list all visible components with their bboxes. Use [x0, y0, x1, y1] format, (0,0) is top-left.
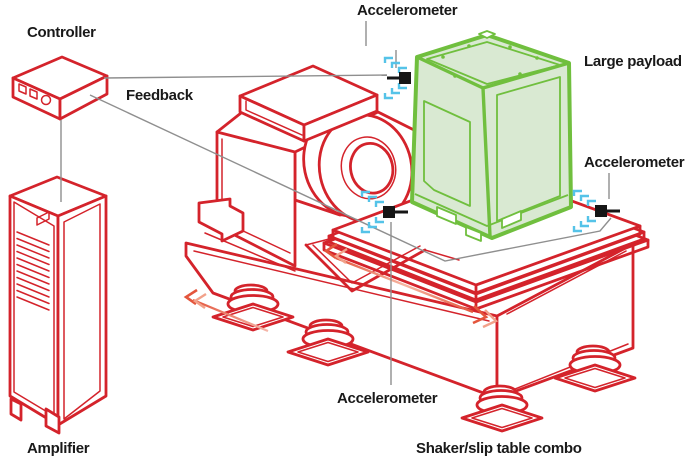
slip-motion-arrow — [323, 242, 499, 329]
vibration-marks-icon — [360, 190, 384, 234]
accelerometer-right-label: Accelerometer — [584, 154, 685, 171]
amplifier-cabinet — [8, 175, 108, 435]
amplifier-vents — [16, 231, 50, 311]
accelerometer-bottom-label: Accelerometer — [337, 390, 438, 407]
controller-box — [11, 55, 109, 121]
controller-label: Controller — [27, 24, 96, 41]
accelerometer-top-sensor — [383, 56, 411, 100]
feedback-label: Feedback — [126, 87, 193, 104]
accelerometer-top-label: Accelerometer — [357, 2, 458, 19]
isolation-foot — [211, 283, 295, 332]
large-payload-label: Large payload — [584, 53, 682, 70]
accelerometer-table-sensor — [360, 190, 408, 234]
vibration-marks-icon — [383, 56, 407, 100]
cables-and-leaders — [60, 21, 612, 385]
amplifier-label: Amplifier — [27, 440, 90, 457]
isolation-feet — [211, 283, 637, 433]
isolation-foot — [460, 384, 544, 433]
accelerometer-right-sensor — [572, 189, 620, 233]
shaker-body — [197, 64, 422, 268]
base-motion-arrow — [183, 288, 269, 333]
isolation-foot — [553, 344, 637, 393]
isolation-foot — [286, 318, 370, 367]
accelerometer-icon — [399, 72, 411, 84]
accelerometer-icon — [383, 206, 395, 218]
large-payload-box — [410, 30, 573, 242]
accelerometer-icon — [595, 205, 607, 217]
vibration-marks-icon — [572, 189, 596, 233]
shaker-combo-label: Shaker/slip table combo — [416, 440, 582, 457]
